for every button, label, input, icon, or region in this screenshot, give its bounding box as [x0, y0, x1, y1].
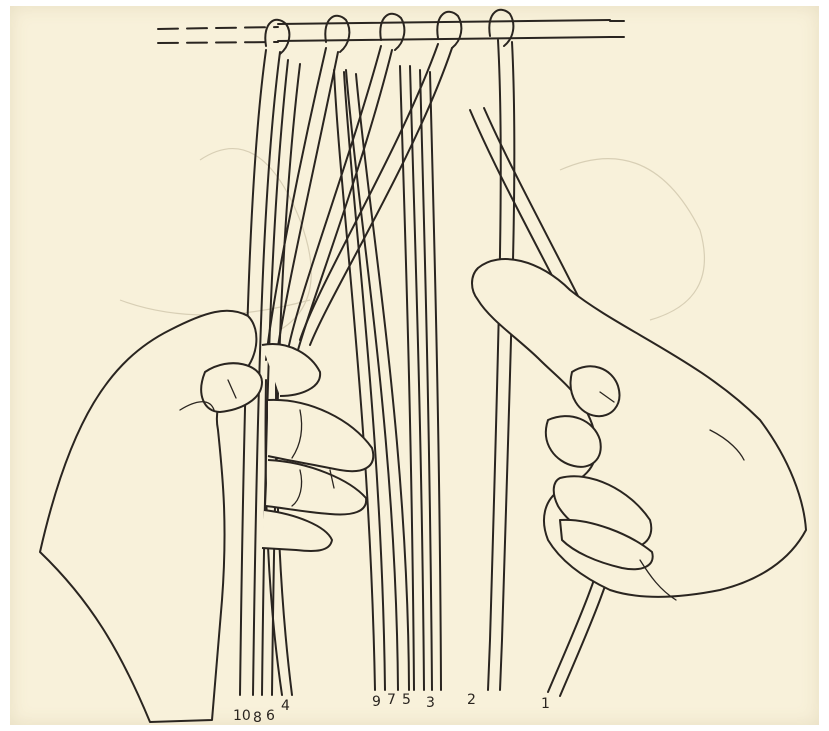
- left-hand: [40, 311, 373, 722]
- cord-label-1: 1: [541, 696, 550, 712]
- cord-number-labels: 10 8 6 4 9 7 5 3 2 1: [233, 692, 550, 726]
- cord-label-4: 4: [281, 698, 290, 714]
- cord-label-5: 5: [402, 692, 411, 708]
- cord-label-7: 7: [387, 692, 396, 708]
- cord-label-8: 8: [253, 710, 262, 726]
- cord-label-2: 2: [467, 692, 476, 708]
- knot-loops: [265, 10, 513, 54]
- cord-label-9: 9: [372, 694, 381, 710]
- cord-label-6: 6: [266, 708, 275, 724]
- show-through-lines: [120, 149, 704, 330]
- cord-label-3: 3: [426, 695, 435, 711]
- right-hand: [472, 259, 806, 600]
- holding-dowel: [158, 20, 632, 43]
- cord-label-10: 10: [233, 708, 251, 724]
